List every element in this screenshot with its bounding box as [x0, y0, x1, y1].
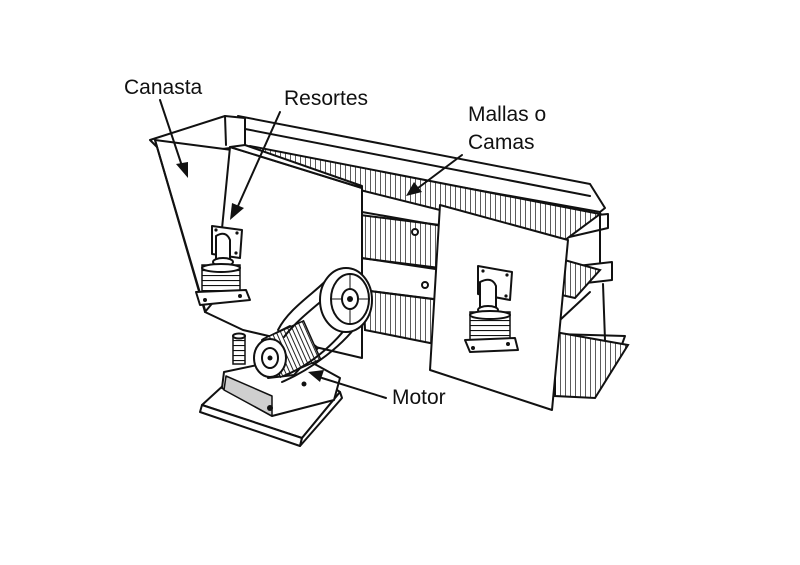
support-spring	[232, 335, 246, 365]
left-spring-assembly	[195, 225, 251, 306]
label-resortes-text: Resortes	[284, 87, 368, 110]
label-canasta: Canasta	[124, 76, 203, 178]
label-mallas: Mallas o Camas	[406, 103, 546, 196]
motor-body	[253, 319, 322, 379]
label-resortes: Resortes	[230, 87, 368, 220]
label-mallas-line1: Mallas o	[468, 103, 546, 126]
label-motor-text: Motor	[392, 386, 446, 409]
right-spring-assembly	[464, 265, 519, 353]
pulley	[319, 267, 373, 333]
label-motor: Motor	[308, 370, 446, 409]
right-side-panel	[429, 204, 569, 411]
label-mallas-line2: Camas	[468, 131, 535, 154]
motor-drive	[199, 267, 373, 447]
label-canasta-text: Canasta	[124, 76, 203, 99]
